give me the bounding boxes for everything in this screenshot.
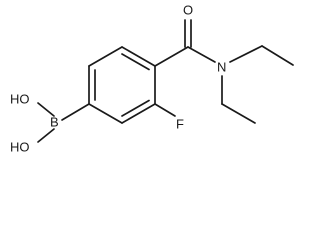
bond-ethyl1-terminal [261, 45, 294, 66]
atom-label-b: B [50, 114, 59, 129]
ring-bond-c4-c5 [88, 103, 123, 124]
ring-double-bond-inner-2 [121, 99, 150, 117]
molecule-drawing: O N F B HO HO [10, 2, 294, 154]
bond-ring-to-f [154, 103, 176, 117]
ring-bond-c6-c1 [88, 46, 123, 67]
bond-ethyl2-terminal [221, 103, 256, 124]
bond-ring-to-b [61, 103, 90, 121]
atom-label-n-amide: N [217, 59, 226, 74]
bond-n-to-ethyl1 [229, 45, 263, 63]
ring-bond-c1-c2 [121, 46, 156, 67]
bond-ring-to-carbonyl [154, 46, 189, 67]
structure-diagram: O N F B HO HO [10, 2, 294, 154]
bond-b-to-oh-top [37, 102, 55, 117]
ring-bond-c3-c4 [121, 103, 156, 124]
atom-label-oh-top: HO [10, 91, 30, 106]
ring-double-bond-inner-1 [121, 53, 150, 71]
atom-label-f: F [176, 116, 184, 131]
bond-carbonyl-to-n [187, 46, 216, 63]
atom-label-o-carbonyl: O [183, 2, 193, 17]
atom-label-oh-bottom: HO [10, 139, 30, 154]
bond-b-to-oh-bottom [37, 128, 55, 143]
